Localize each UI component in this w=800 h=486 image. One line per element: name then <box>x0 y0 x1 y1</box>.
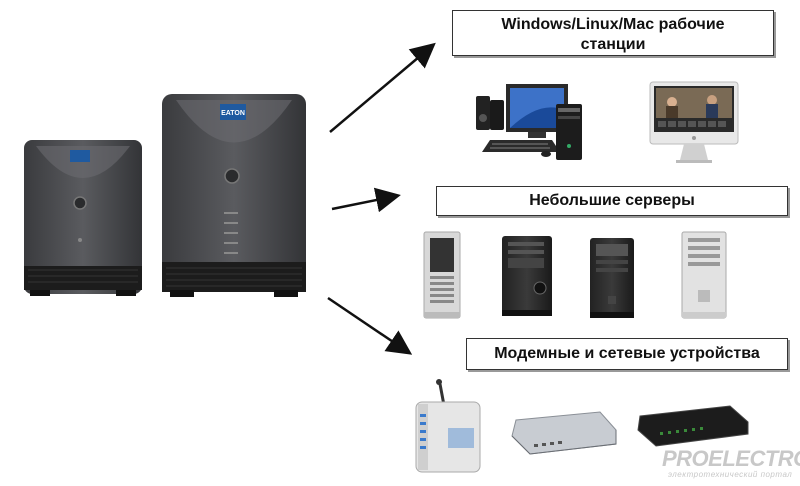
servers-label: Небольшие серверы <box>529 192 695 209</box>
wireless-router-icon <box>415 379 481 473</box>
server-tower-1-icon <box>423 231 461 319</box>
network-switch-silver-icon <box>511 411 617 455</box>
network-switch-black-icon <box>637 405 749 447</box>
large-ups-icon: EATON <box>162 94 306 297</box>
server-tower-3-icon <box>590 238 634 318</box>
imac-icon <box>649 81 739 163</box>
workstations-label-line2: станции <box>580 36 646 53</box>
brand-tagline: электротехнический портал <box>668 470 793 479</box>
workstations-label-line1: Windows/Linux/Mac рабочие <box>501 16 725 33</box>
small-ups-icon <box>24 140 142 296</box>
ups-logo-text: EATON <box>221 110 245 117</box>
network-label: Модемные и сетевые устройства <box>494 345 760 362</box>
brand-name: PROELECTRO <box>662 446 800 471</box>
pc-workstation-icon <box>476 84 582 160</box>
server-tower-2-icon <box>502 236 552 316</box>
arrow-to-workstations <box>329 42 436 133</box>
network-label-box: Модемные и сетевые устройства <box>466 338 788 370</box>
arrow-to-network <box>327 296 413 355</box>
server-tower-4-icon <box>681 231 727 319</box>
brand-logo: PROELECTROru <box>662 446 800 472</box>
workstations-label-box: Windows/Linux/Mac рабочие станции <box>452 10 774 56</box>
servers-label-box: Небольшие серверы <box>436 186 788 216</box>
arrow-to-servers <box>331 187 401 213</box>
